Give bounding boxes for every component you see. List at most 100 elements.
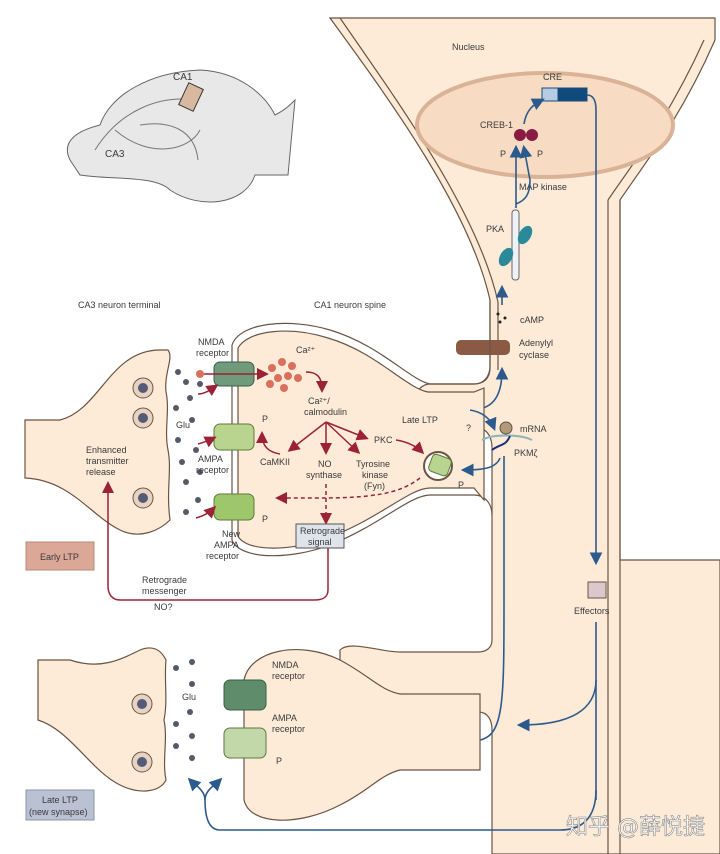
retrograde-signal-label-1: Retrograde [300, 526, 345, 536]
retrograde-signal-box [295, 523, 345, 549]
effectors-label: Effectors [574, 606, 610, 616]
tyrosine-label-1: Tyrosine [356, 459, 390, 469]
pka-regulatory [511, 209, 520, 281]
creb-p-left: P [500, 149, 506, 159]
late-nmda-label-1: NMDA [272, 660, 299, 670]
camkii-label: CaMKII [260, 457, 290, 467]
new-ampa-label-1: New [222, 529, 241, 539]
ca-ions-inside [266, 358, 302, 392]
creb-to-cre-arrow [523, 98, 545, 125]
late-ltp-label: Late LTP [402, 415, 438, 425]
ca1-title: CA1 neuron spine [314, 300, 386, 310]
new-ampa-p-label: P [262, 514, 268, 524]
creb1-label: CREB-1 [480, 120, 513, 130]
late-ltp-badge-label-2: (new synapse) [29, 807, 88, 817]
glutamate-early: Glu [173, 369, 203, 515]
nmda-receptor-late [223, 679, 267, 711]
mrna-strand [481, 434, 533, 441]
ampa-receptor-late [223, 727, 267, 759]
map-kinase-arrow [515, 144, 533, 205]
adenylyl-cyclase [456, 340, 510, 355]
pkmz-to-late-ampa-arrow [308, 599, 505, 747]
retrograde-signal-label-2: signal [308, 537, 332, 547]
pka-catalytic-lower [498, 247, 514, 267]
creb1-monomer-right [526, 129, 538, 141]
late-ampa-label-1: AMPA [272, 713, 297, 723]
ampa-p-label: P [262, 414, 268, 424]
calmodulin-label-2: calmodulin [304, 407, 347, 417]
ampa-label-2: receptor [196, 465, 229, 475]
early-ltp-badge: Early LTP [25, 541, 95, 571]
ampa-receptor-early [213, 423, 255, 451]
tyrosine-label-3: (Fyn) [364, 481, 385, 491]
late-ltp-mrna: Late LTP ? mRNA PKMζ P [308, 409, 547, 747]
late-ltp-badge-label-1: Late LTP [42, 795, 78, 805]
ca1-spine-late: NMDA receptor AMPA receptor P [223, 649, 481, 821]
glutamate-late: Glu [173, 659, 196, 761]
calcium-cascade: Ca²⁺ Ca²⁺/ calmodulin CaMKII NO synthase… [102, 345, 425, 612]
mrna-label: mRNA [520, 424, 547, 434]
calmodulin-label-1: Ca²⁺/ [308, 396, 330, 406]
tyrosine-label-2: kinase [362, 470, 388, 480]
pkmz-chain [491, 435, 511, 451]
ca1-slice-marker [178, 82, 204, 112]
ca3-title: CA3 neuron terminal [78, 300, 161, 310]
cre-dark-segment [557, 87, 588, 102]
enhanced-label-1: Enhanced [86, 445, 127, 455]
adenylyl-label-2: cyclase [519, 350, 549, 360]
ampa-label-1: AMPA [198, 454, 223, 464]
retrograde-messenger-arrow [102, 481, 329, 601]
creb1-monomer-left [514, 129, 526, 141]
pka-pathway: PKA cAMP Adenylyl cyclase [365, 209, 553, 411]
inset-ca3-label: CA3 [105, 149, 125, 160]
ca1-spine-early: CA1 neuron spine [231, 300, 493, 557]
retrograde-messenger-label-1: Retrograde [142, 575, 187, 585]
no-question-label: NO? [154, 602, 173, 612]
new-ampa-receptor [213, 493, 255, 521]
effectors-box [587, 581, 607, 599]
no-synthase-label-2: synthase [306, 470, 342, 480]
glu-label-early: Glu [176, 420, 190, 430]
ca3-terminal-late [37, 647, 167, 792]
creb-p-right: P [537, 149, 543, 159]
effectors-to-synapse-arrow [516, 679, 597, 732]
adenylyl-label-1: Adenylyl [519, 338, 553, 348]
enhanced-label-3: release [86, 467, 116, 477]
late-ltp-badge: Late LTP (new synapse) [25, 789, 95, 821]
glu-label-late: Glu [182, 692, 196, 702]
pkc-label: PKC [374, 435, 393, 445]
brain-inset: CA1 CA3 [66, 69, 296, 203]
early-ltp-label: Early LTP [40, 552, 79, 562]
inset-ca1-label: CA1 [173, 72, 193, 83]
watermark: 知乎 @薛悦捷 [566, 815, 705, 840]
nucleus: Nucleus CRE CREB-1 P P MAP kinase [415, 42, 675, 566]
ribosome [499, 421, 513, 435]
late-nmda-label-2: receptor [272, 671, 305, 681]
camp-label: cAMP [520, 315, 544, 325]
late-ampa-label-2: receptor [272, 724, 305, 734]
nmda-label-2: receptor [196, 348, 229, 358]
nucleus-label: Nucleus [452, 42, 485, 52]
new-ampa-label-2: AMPA [214, 540, 239, 550]
no-synthase-label-1: NO [318, 459, 332, 469]
vesicle-p-label: P [458, 480, 464, 490]
cre-light-segment [541, 87, 559, 102]
ca-ion-outside [196, 370, 204, 378]
ca-label: Ca²⁺ [296, 345, 316, 355]
new-ampa-label-3: receptor [206, 551, 239, 561]
pka-catalytic-upper [517, 225, 533, 245]
nmda-label-1: NMDA [198, 337, 225, 347]
map-kinase-label: MAP kinase [519, 182, 567, 192]
pka-label: PKA [486, 224, 504, 234]
cre-to-effectors-arrow [586, 94, 603, 566]
effectors: Effectors [187, 581, 610, 831]
retrograde-messenger-label-2: messenger [142, 586, 187, 596]
effectors-to-new-synapse-path [204, 789, 597, 831]
ca3-terminal-early: CA3 neuron terminal Enhanced transmitter… [24, 300, 171, 535]
pkmz-label: PKMζ [514, 448, 538, 458]
enhanced-label-2: transmitter [86, 456, 129, 466]
receptors-early: NMDA receptor AMPA receptor P P New AMPA… [195, 337, 269, 561]
question-label: ? [466, 423, 471, 433]
late-ampa-p-label: P [276, 756, 282, 766]
